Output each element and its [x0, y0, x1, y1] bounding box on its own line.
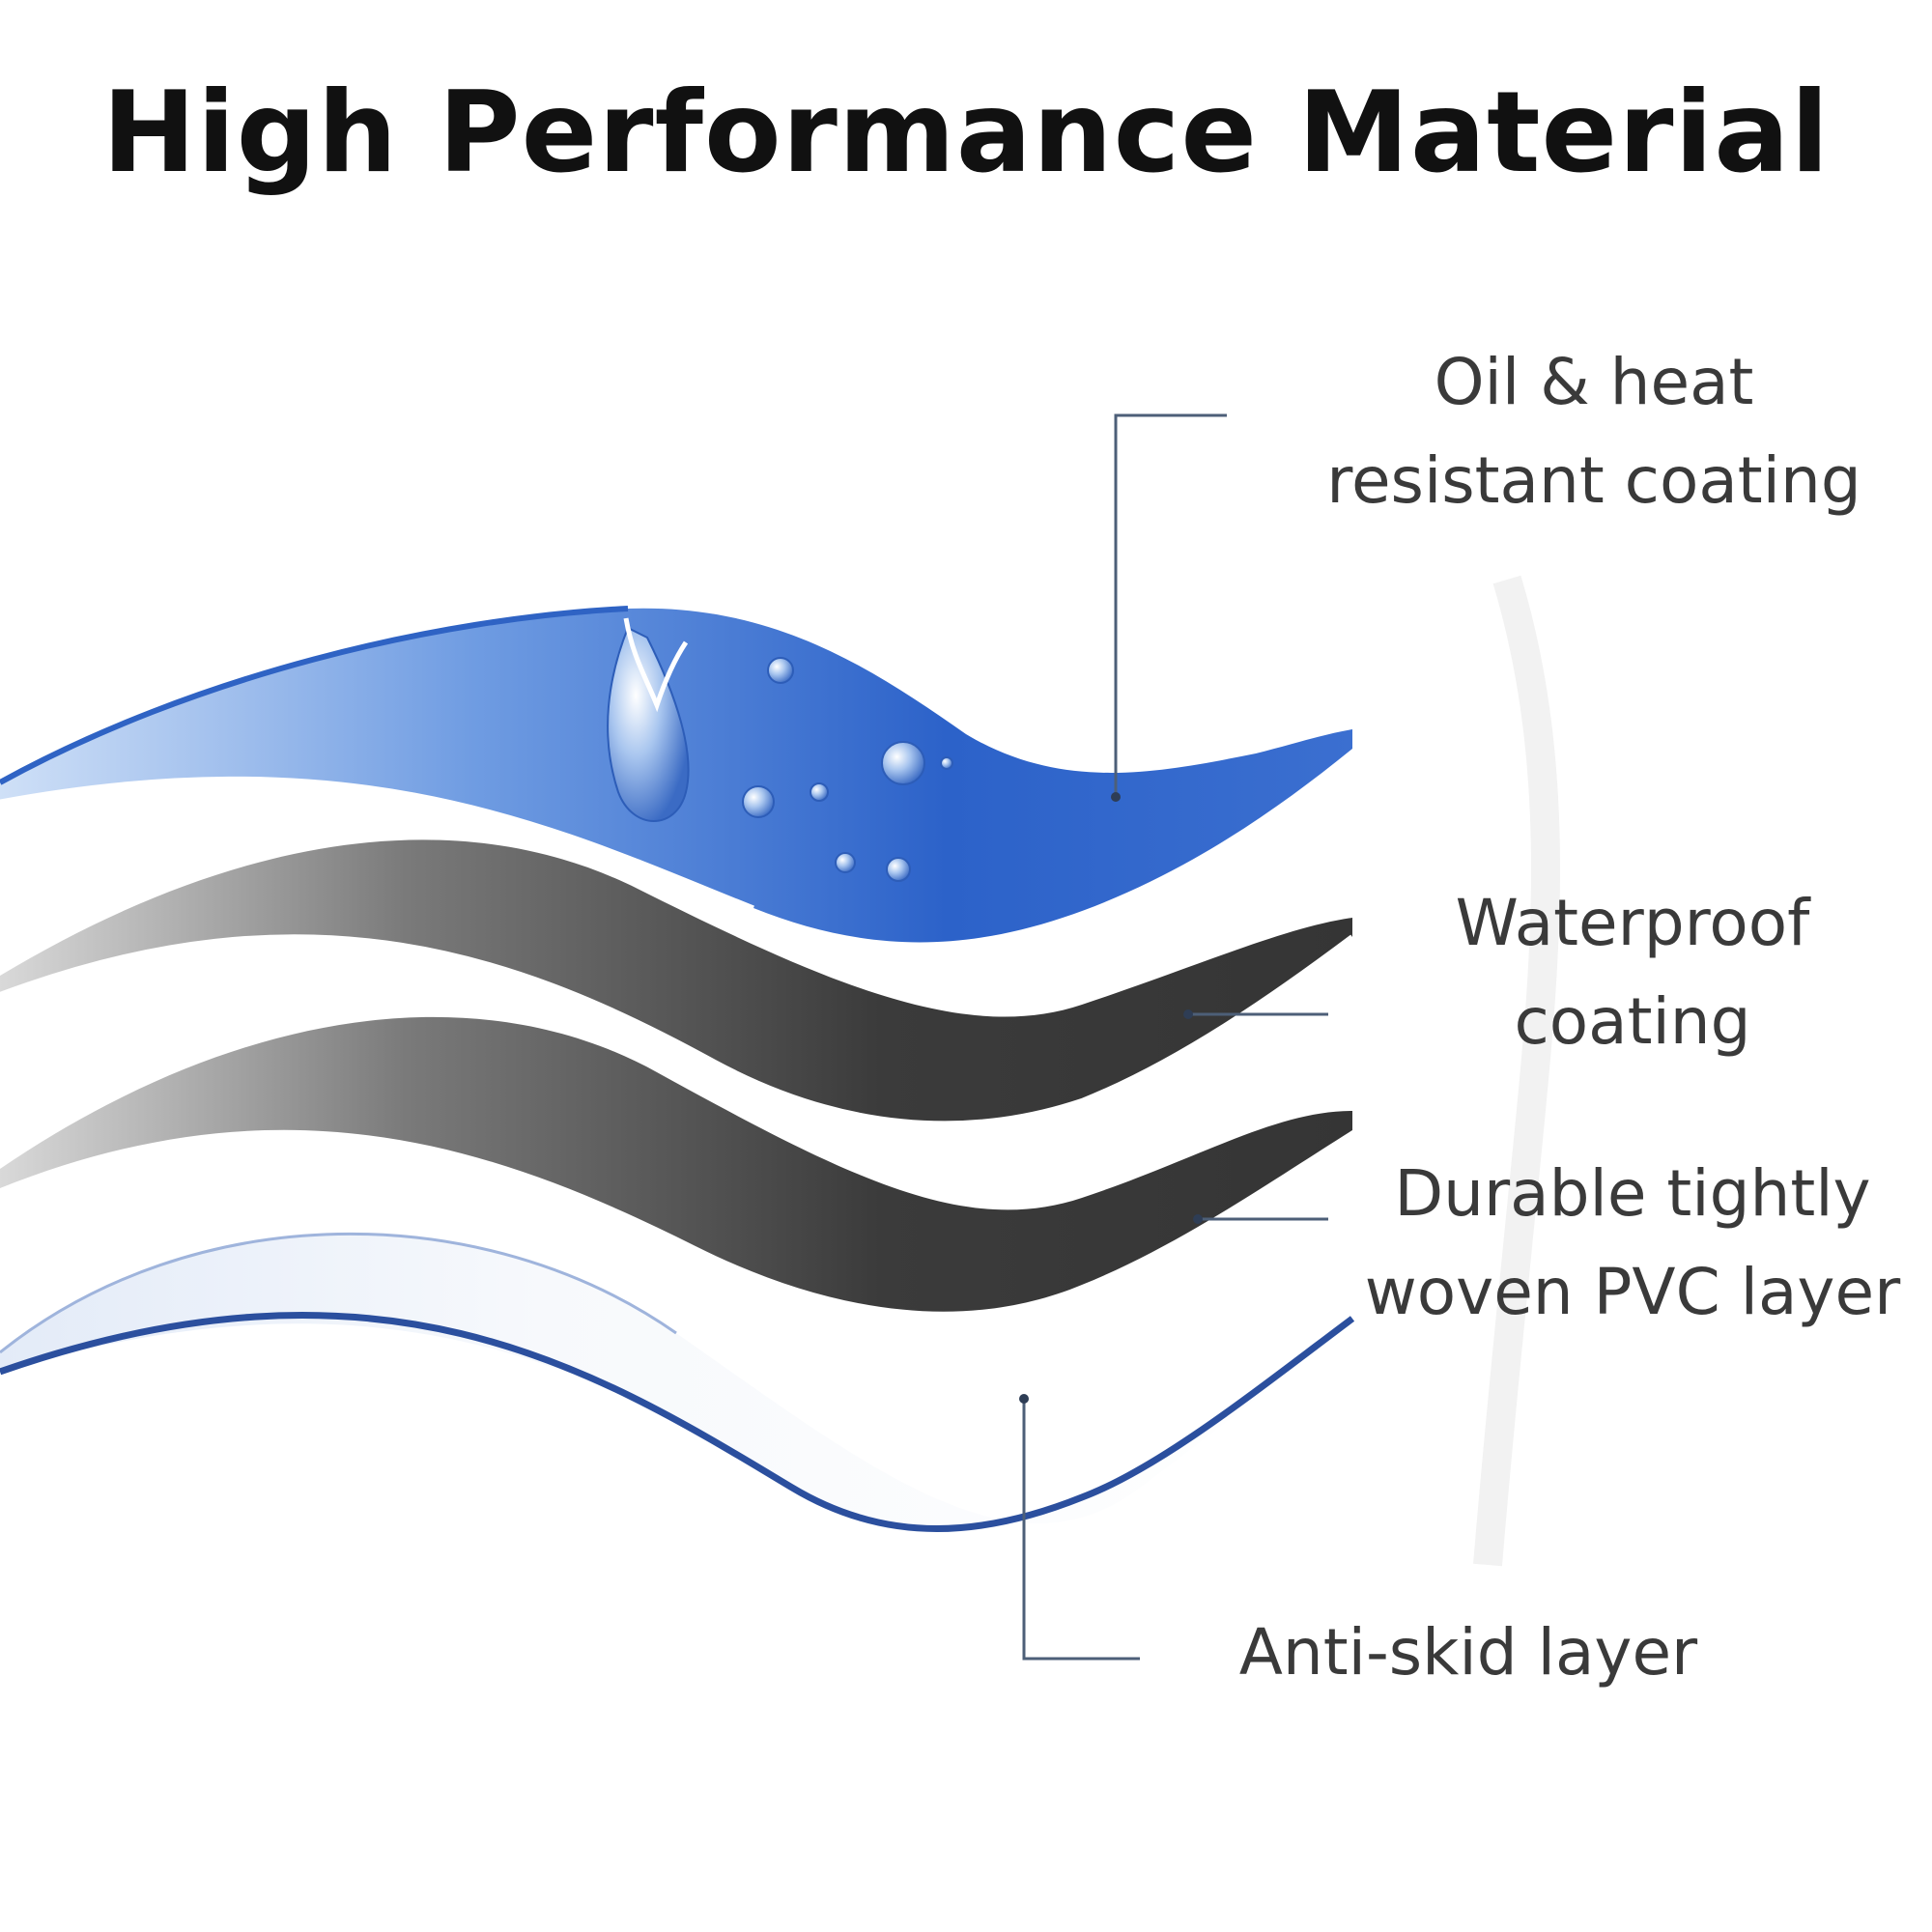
- label-pvc-line-2: woven PVC layer: [1364, 1255, 1901, 1330]
- oil-heat-layer-edge: [0, 606, 629, 785]
- label-pvc-line-1: Durable tightly: [1394, 1156, 1871, 1231]
- anti-skid-top-edge: [0, 1232, 677, 1354]
- water-drop-large: [607, 626, 690, 822]
- label-waterproof-line-1: Waterproof: [1455, 886, 1810, 960]
- label-oil-heat: Oil & heat resistant coating: [1275, 333, 1913, 531]
- leader-line-oil: [1114, 413, 1227, 797]
- water-drop-5: [835, 852, 856, 873]
- leader-dot-pvc: [1193, 1214, 1203, 1224]
- leader-line-skid: [1022, 1399, 1140, 1661]
- leader-dot-water: [1183, 1009, 1193, 1019]
- label-anti-skid: Anti-skid layer: [1198, 1604, 1739, 1702]
- page-title: High Performance Material: [101, 68, 1831, 198]
- water-drop-trail: [623, 617, 689, 713]
- water-drop-1: [767, 657, 794, 684]
- leader-lines: [1022, 413, 1328, 1661]
- anti-skid-layer-edge: [0, 1312, 1355, 1532]
- water-drop-7: [940, 756, 953, 770]
- anti-skid-layer-shape: [0, 1234, 1352, 1529]
- leader-dot-oil: [1111, 792, 1121, 802]
- label-anti-skid-line-1: Anti-skid layer: [1238, 1615, 1698, 1690]
- water-drop-6: [886, 857, 911, 882]
- oil-heat-layer-bottom-edge: [0, 776, 754, 911]
- waterproof-layer-gap: [0, 934, 1354, 1127]
- label-oil-heat-line-1: Oil & heat: [1434, 345, 1754, 419]
- waterproof-layer-shape: [0, 839, 1352, 1124]
- label-pvc: Durable tightly woven PVC layer: [1343, 1145, 1922, 1343]
- pvc-layer-shape: [0, 1016, 1352, 1312]
- background-wave: [1473, 575, 1560, 1567]
- water-drop-3: [742, 785, 775, 818]
- water-drop-4: [810, 782, 829, 802]
- leader-dots: [1019, 792, 1203, 1404]
- leader-dot-skid: [1019, 1394, 1029, 1404]
- water-drop-2: [881, 741, 925, 785]
- water-droplets: [607, 617, 953, 882]
- label-waterproof-line-2: coating: [1514, 984, 1751, 1060]
- label-waterproof: Waterproof coating: [1362, 874, 1903, 1072]
- label-oil-heat-line-2: resistant coating: [1326, 443, 1861, 519]
